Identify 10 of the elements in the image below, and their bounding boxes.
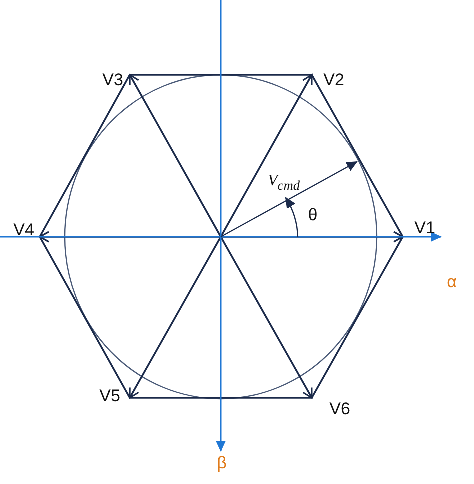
vector-label: V2 — [324, 72, 344, 88]
axis-label: α — [447, 274, 457, 290]
vector-label: V5 — [100, 388, 120, 404]
vector-label: V$_{cmd}$ — [268, 174, 300, 192]
axis-label: β — [217, 454, 227, 472]
vector-label: V3 — [102, 72, 124, 88]
vector-label: V1 — [414, 220, 436, 236]
angle-label: θ — [308, 206, 318, 224]
vector-label: V6 — [330, 400, 350, 418]
vector-label: V4 — [14, 222, 34, 238]
